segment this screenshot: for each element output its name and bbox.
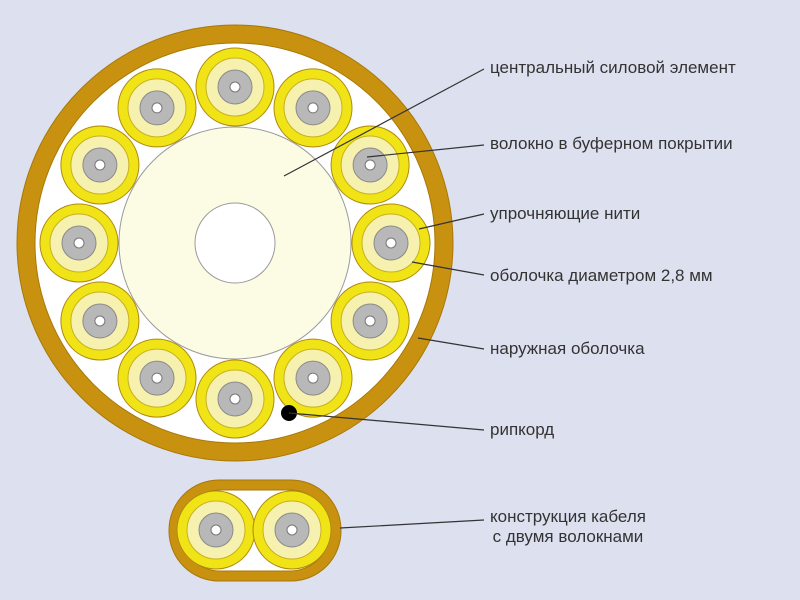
leader-line-buffered-fiber: [366, 144, 485, 158]
fiber-core: [307, 102, 319, 114]
fiber-core: [364, 315, 376, 327]
buffered-fiber-unit: [117, 338, 197, 418]
fiber-core: [364, 159, 376, 171]
fiber-core: [286, 524, 298, 536]
fiber-core: [307, 372, 319, 384]
buffered-fiber-unit: [195, 359, 275, 439]
fiber-core: [151, 372, 163, 384]
label-buffered-fiber: волокно в буферном покрытии: [490, 134, 733, 153]
label-aramid-yarn: упрочняющие нити: [490, 204, 641, 223]
label-outer-jacket: наружная оболочка: [490, 339, 645, 358]
fiber-core: [385, 237, 397, 249]
buffered-fiber-unit: [330, 281, 410, 361]
buffered-fiber-unit: [60, 281, 140, 361]
fiber-core: [210, 524, 222, 536]
leader-line-outer-jacket: [417, 337, 485, 350]
label-subunit-jacket: оболочка диаметром 2,8 мм: [490, 266, 713, 285]
fiber-core: [229, 81, 241, 93]
buffered-fiber-unit: [176, 490, 256, 570]
label-duplex-line2: с двумя волокнами: [492, 527, 644, 546]
buffered-fiber-unit: [195, 47, 275, 127]
label-duplex-line1: конструкция кабеля: [490, 507, 646, 526]
leader-line-subunit-jacket: [411, 261, 485, 276]
leader-line-central-member: [283, 68, 485, 177]
fiber-core: [73, 237, 85, 249]
leader-line-duplex: [339, 519, 485, 529]
subunit-group: [39, 47, 431, 439]
buffered-fiber-unit: [351, 203, 431, 283]
buffered-fiber-unit: [39, 203, 119, 283]
central-member-core: [194, 202, 276, 284]
buffered-fiber-unit: [60, 125, 140, 205]
leader-line-aramid-yarn: [418, 213, 485, 230]
leader-line-ripcord: [288, 412, 485, 431]
fiber-core: [94, 159, 106, 171]
label-ripcord: рипкорд: [490, 420, 555, 439]
buffered-fiber-unit: [273, 338, 353, 418]
duplex-fiber-group: [176, 490, 332, 570]
label-central-member: центральный силовой элемент: [490, 58, 736, 77]
buffered-fiber-unit: [117, 68, 197, 148]
buffered-fiber-unit: [330, 125, 410, 205]
fiber-core: [94, 315, 106, 327]
fiber-core: [151, 102, 163, 114]
buffered-fiber-unit: [273, 68, 353, 148]
buffered-fiber-unit: [252, 490, 332, 570]
label-duplex-cable: конструкция кабеля с двумя волокнами: [490, 507, 646, 547]
fiber-core: [229, 393, 241, 405]
